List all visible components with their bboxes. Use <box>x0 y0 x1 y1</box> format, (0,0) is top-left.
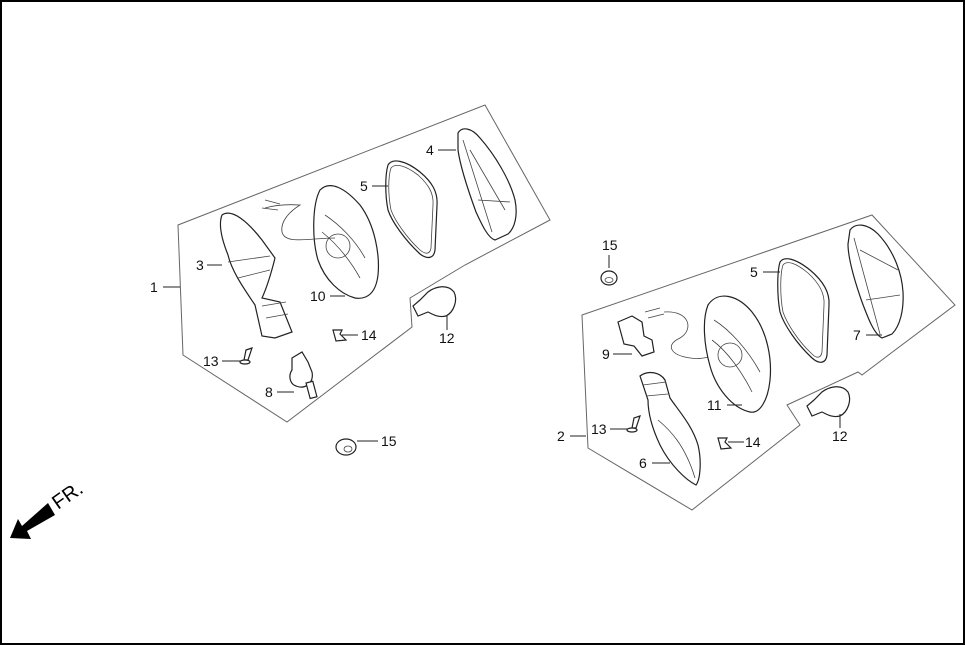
callout-5-right: 5 <box>750 264 758 280</box>
callout-14-right: 14 <box>745 434 761 450</box>
callout-10: 10 <box>310 288 326 304</box>
part-12-bulb-right[interactable] <box>806 386 851 418</box>
callout-4: 4 <box>426 142 434 158</box>
part-8-stud-base[interactable] <box>289 351 318 400</box>
callout-6: 6 <box>639 455 647 471</box>
part-10-housing[interactable] <box>261 185 380 299</box>
part-12-bulb-left[interactable] <box>412 286 457 318</box>
part-3-lens[interactable] <box>219 212 293 339</box>
left-assembly-boundary <box>177 104 551 423</box>
callout-15-lower: 15 <box>381 433 397 449</box>
callout-12-right: 12 <box>832 428 848 444</box>
callout-9: 9 <box>602 346 610 362</box>
callout-5-left: 5 <box>360 178 368 194</box>
callout-15-upper: 15 <box>602 237 618 253</box>
callout-7: 7 <box>853 327 861 343</box>
callout-3-left: 3 <box>196 257 204 273</box>
part-4-reflector-left[interactable] <box>457 128 517 241</box>
direction-label: FR. <box>48 478 87 515</box>
callout-13-left: 13 <box>203 353 219 369</box>
part-14-screw-right[interactable] <box>717 437 733 450</box>
part-14-screw-left[interactable] <box>332 329 348 342</box>
part-11-housing[interactable] <box>703 295 772 413</box>
part-13-screw-left[interactable] <box>239 347 253 365</box>
callout-13-right: 13 <box>591 421 607 437</box>
callout-14-left: 14 <box>361 327 377 343</box>
callout-2: 2 <box>557 428 565 444</box>
part-5-gasket-left[interactable] <box>385 160 438 259</box>
part-15-nut-lower[interactable]: 15 <box>335 433 397 456</box>
right-assembly: 2 9 11 5 7 12 13 14 6 <box>557 214 956 511</box>
arrow-down-left-icon <box>10 503 55 539</box>
part-7-reflector[interactable] <box>847 224 904 339</box>
front-direction-indicator: FR. <box>10 478 87 539</box>
callouts-left: 1 3 10 5 4 12 14 13 8 <box>150 142 456 400</box>
right-assembly-boundary <box>581 214 956 511</box>
callout-8: 8 <box>265 384 273 400</box>
part-13-screw-right[interactable] <box>626 415 641 433</box>
left-assembly: 1 3 10 5 4 12 14 13 8 <box>150 104 551 423</box>
part-5-gasket-right[interactable] <box>777 258 830 363</box>
part-6-lens[interactable] <box>639 371 701 486</box>
callouts-right: 2 9 11 5 7 12 13 14 6 <box>557 264 882 471</box>
callout-12-left: 12 <box>439 330 455 346</box>
callout-11: 11 <box>707 397 722 413</box>
callout-1: 1 <box>150 279 158 295</box>
part-15-nut-upper[interactable]: 15 <box>600 237 618 286</box>
